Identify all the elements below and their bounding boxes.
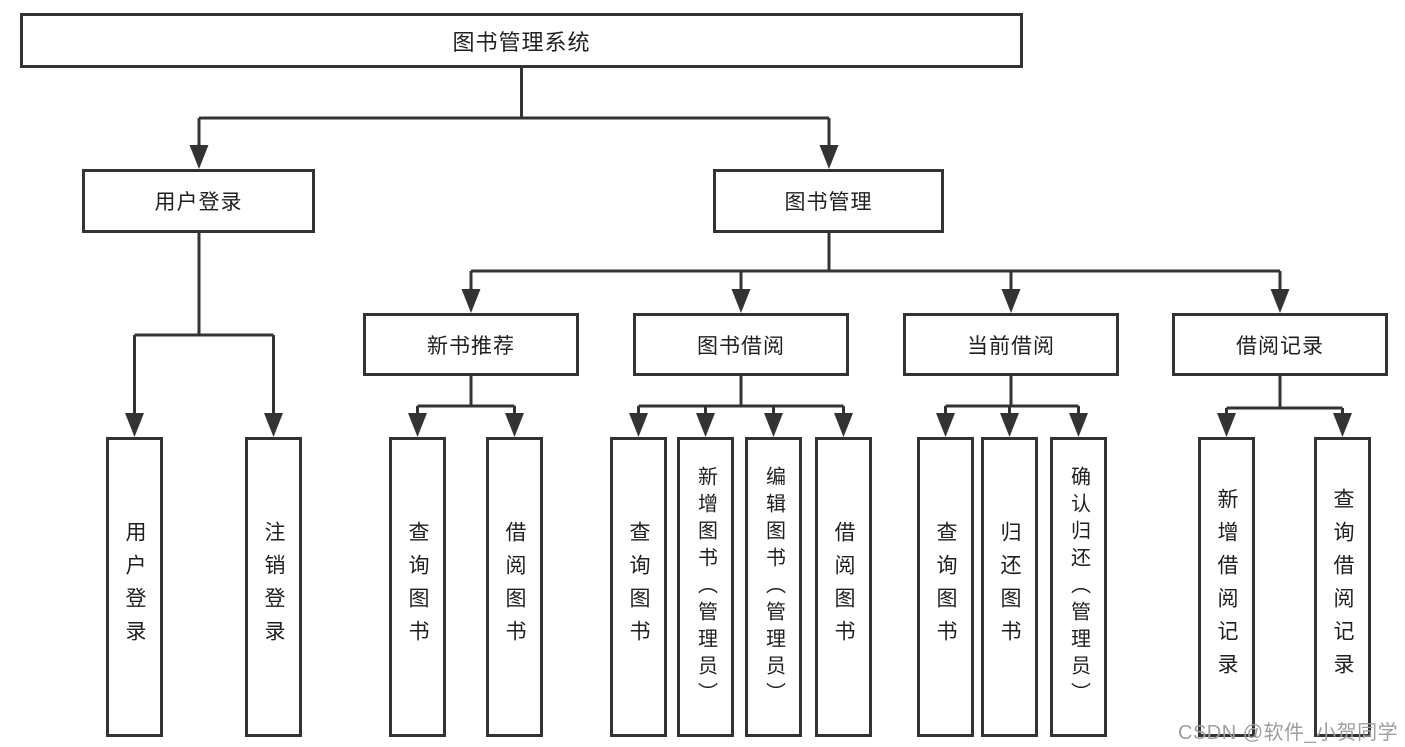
leaf-add-borrow-record: 新增借阅记录 — [1198, 437, 1255, 737]
leaf-query-books-recommend: 查询图书 — [389, 437, 446, 737]
leaf-add-books-admin: 新增图书（管理员） — [677, 437, 734, 737]
node-root-system: 图书管理系统 — [20, 13, 1023, 68]
leaf-query-books-borrow: 查询图书 — [610, 437, 667, 737]
leaf-label: 确认归还（管理员） — [1067, 465, 1090, 709]
leaf-label: 编辑图书（管理员） — [762, 465, 785, 709]
leaf-label: 查询图书 — [406, 521, 429, 653]
leaf-borrow-books-recommend: 借阅图书 — [486, 437, 543, 737]
arrowheads — [125, 145, 1352, 437]
node-current-borrow: 当前借阅 — [903, 313, 1119, 376]
leaf-label: 归还图书 — [998, 521, 1021, 653]
node-book-management: 图书管理 — [713, 169, 944, 233]
node-book-borrow: 图书借阅 — [633, 313, 849, 376]
leaf-label: 查询图书 — [627, 521, 650, 653]
leaf-logout: 注销登录 — [245, 437, 302, 737]
node-user-login: 用户登录 — [82, 169, 315, 233]
leaf-label: 用户登录 — [123, 521, 146, 653]
node-new-book-recommend: 新书推荐 — [363, 313, 579, 376]
leaf-query-borrow-record: 查询借阅记录 — [1314, 437, 1371, 737]
csdn-watermark: CSDN @软件_小贺同学 — [1178, 722, 1399, 744]
leaf-label: 新增借阅记录 — [1215, 488, 1238, 686]
leaf-borrow-books: 借阅图书 — [815, 437, 872, 737]
leaf-label: 查询借阅记录 — [1331, 488, 1354, 686]
node-borrow-record: 借阅记录 — [1172, 313, 1388, 376]
leaf-label: 借阅图书 — [503, 521, 526, 653]
leaf-query-books-current: 查询图书 — [917, 437, 974, 737]
leaf-label: 注销登录 — [262, 521, 285, 653]
leaf-label: 新增图书（管理员） — [694, 465, 717, 709]
leaf-label: 查询图书 — [934, 521, 957, 653]
leaf-edit-books-admin: 编辑图书（管理员） — [745, 437, 802, 737]
leaf-label: 借阅图书 — [832, 521, 855, 653]
leaf-user-login: 用户登录 — [106, 437, 163, 737]
leaf-confirm-return-admin: 确认归还（管理员） — [1050, 437, 1107, 737]
leaf-return-books: 归还图书 — [981, 437, 1038, 737]
